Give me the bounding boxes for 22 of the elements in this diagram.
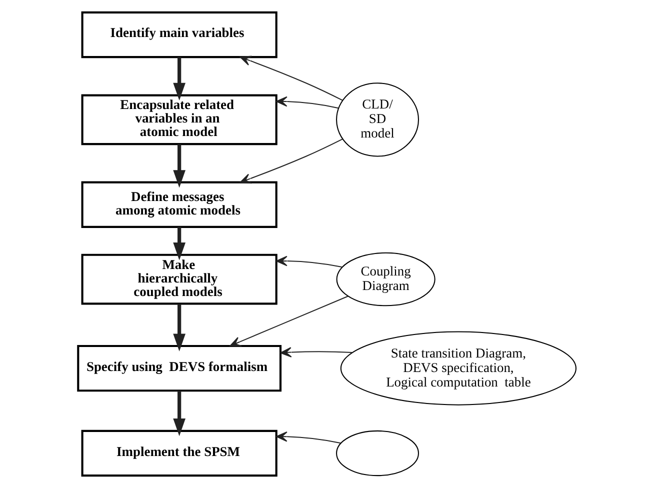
- arrow: [276, 256, 342, 268]
- arrow: [172, 304, 186, 352]
- arrow: [172, 390, 186, 436]
- arrow: [239, 56, 342, 101]
- node-box: Make hierarchically coupled models: [80, 254, 277, 305]
- node-box: Implement the SPSM: [80, 430, 277, 477]
- node-ellipse: Coupling Diagram: [336, 252, 435, 306]
- node-box: Identify main variables: [80, 11, 277, 58]
- arrow: [275, 431, 340, 444]
- node-ellipse: CLD/ SD model: [336, 82, 419, 157]
- node-box: Encapsulate related variables in an atomic model: [80, 94, 277, 146]
- arrow: [172, 57, 186, 101]
- arrow: [280, 347, 352, 358]
- node-ellipse: State transition Diagram, DEVS specification, Logical computation table: [340, 331, 576, 406]
- arrow: [239, 138, 342, 184]
- arrow: [172, 227, 186, 260]
- arrow: [275, 96, 338, 109]
- node-ellipse: [336, 430, 419, 476]
- node-box: Define messages among atomic models: [80, 181, 277, 228]
- arrow: [172, 144, 186, 188]
- arrow: [229, 296, 348, 347]
- node-box: Specify using DEVS formalism: [76, 344, 282, 392]
